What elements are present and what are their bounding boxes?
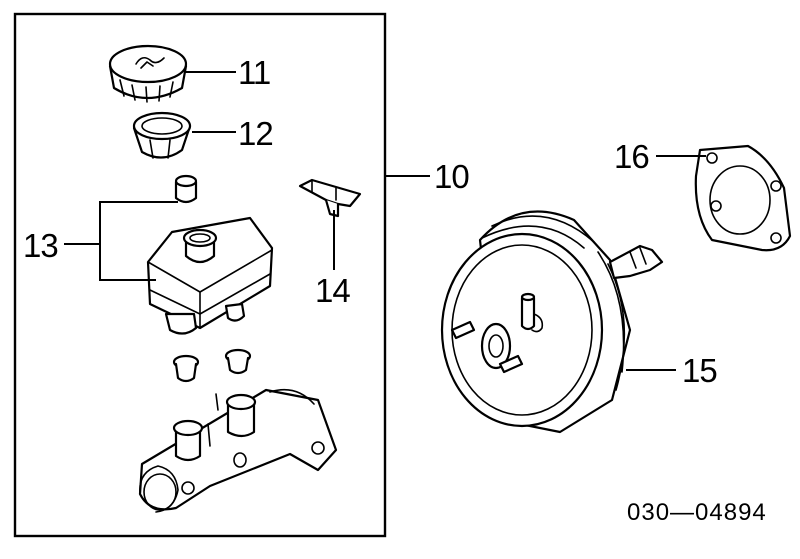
callout-15: 15 (682, 352, 717, 389)
master-cylinder-group-frame (13, 12, 387, 538)
callout-11: 11 (238, 54, 270, 91)
callout-14: 14 (315, 272, 350, 309)
callout-16: 16 (614, 138, 649, 175)
callout-13: 13 (23, 227, 58, 264)
reservoir-cap (108, 44, 188, 103)
callout-12: 12 (238, 115, 273, 152)
level-sensor (298, 178, 362, 218)
brake-booster (440, 210, 664, 434)
reservoir-tank (146, 174, 274, 335)
leader-lines (64, 71, 706, 371)
master-cylinder-body (138, 388, 338, 513)
booster-gasket (694, 144, 792, 252)
diagram-code: 030—04894 (627, 499, 767, 526)
reservoir-strainer (132, 111, 192, 159)
callout-10: 10 (434, 158, 469, 195)
grommet-seals (172, 348, 252, 383)
